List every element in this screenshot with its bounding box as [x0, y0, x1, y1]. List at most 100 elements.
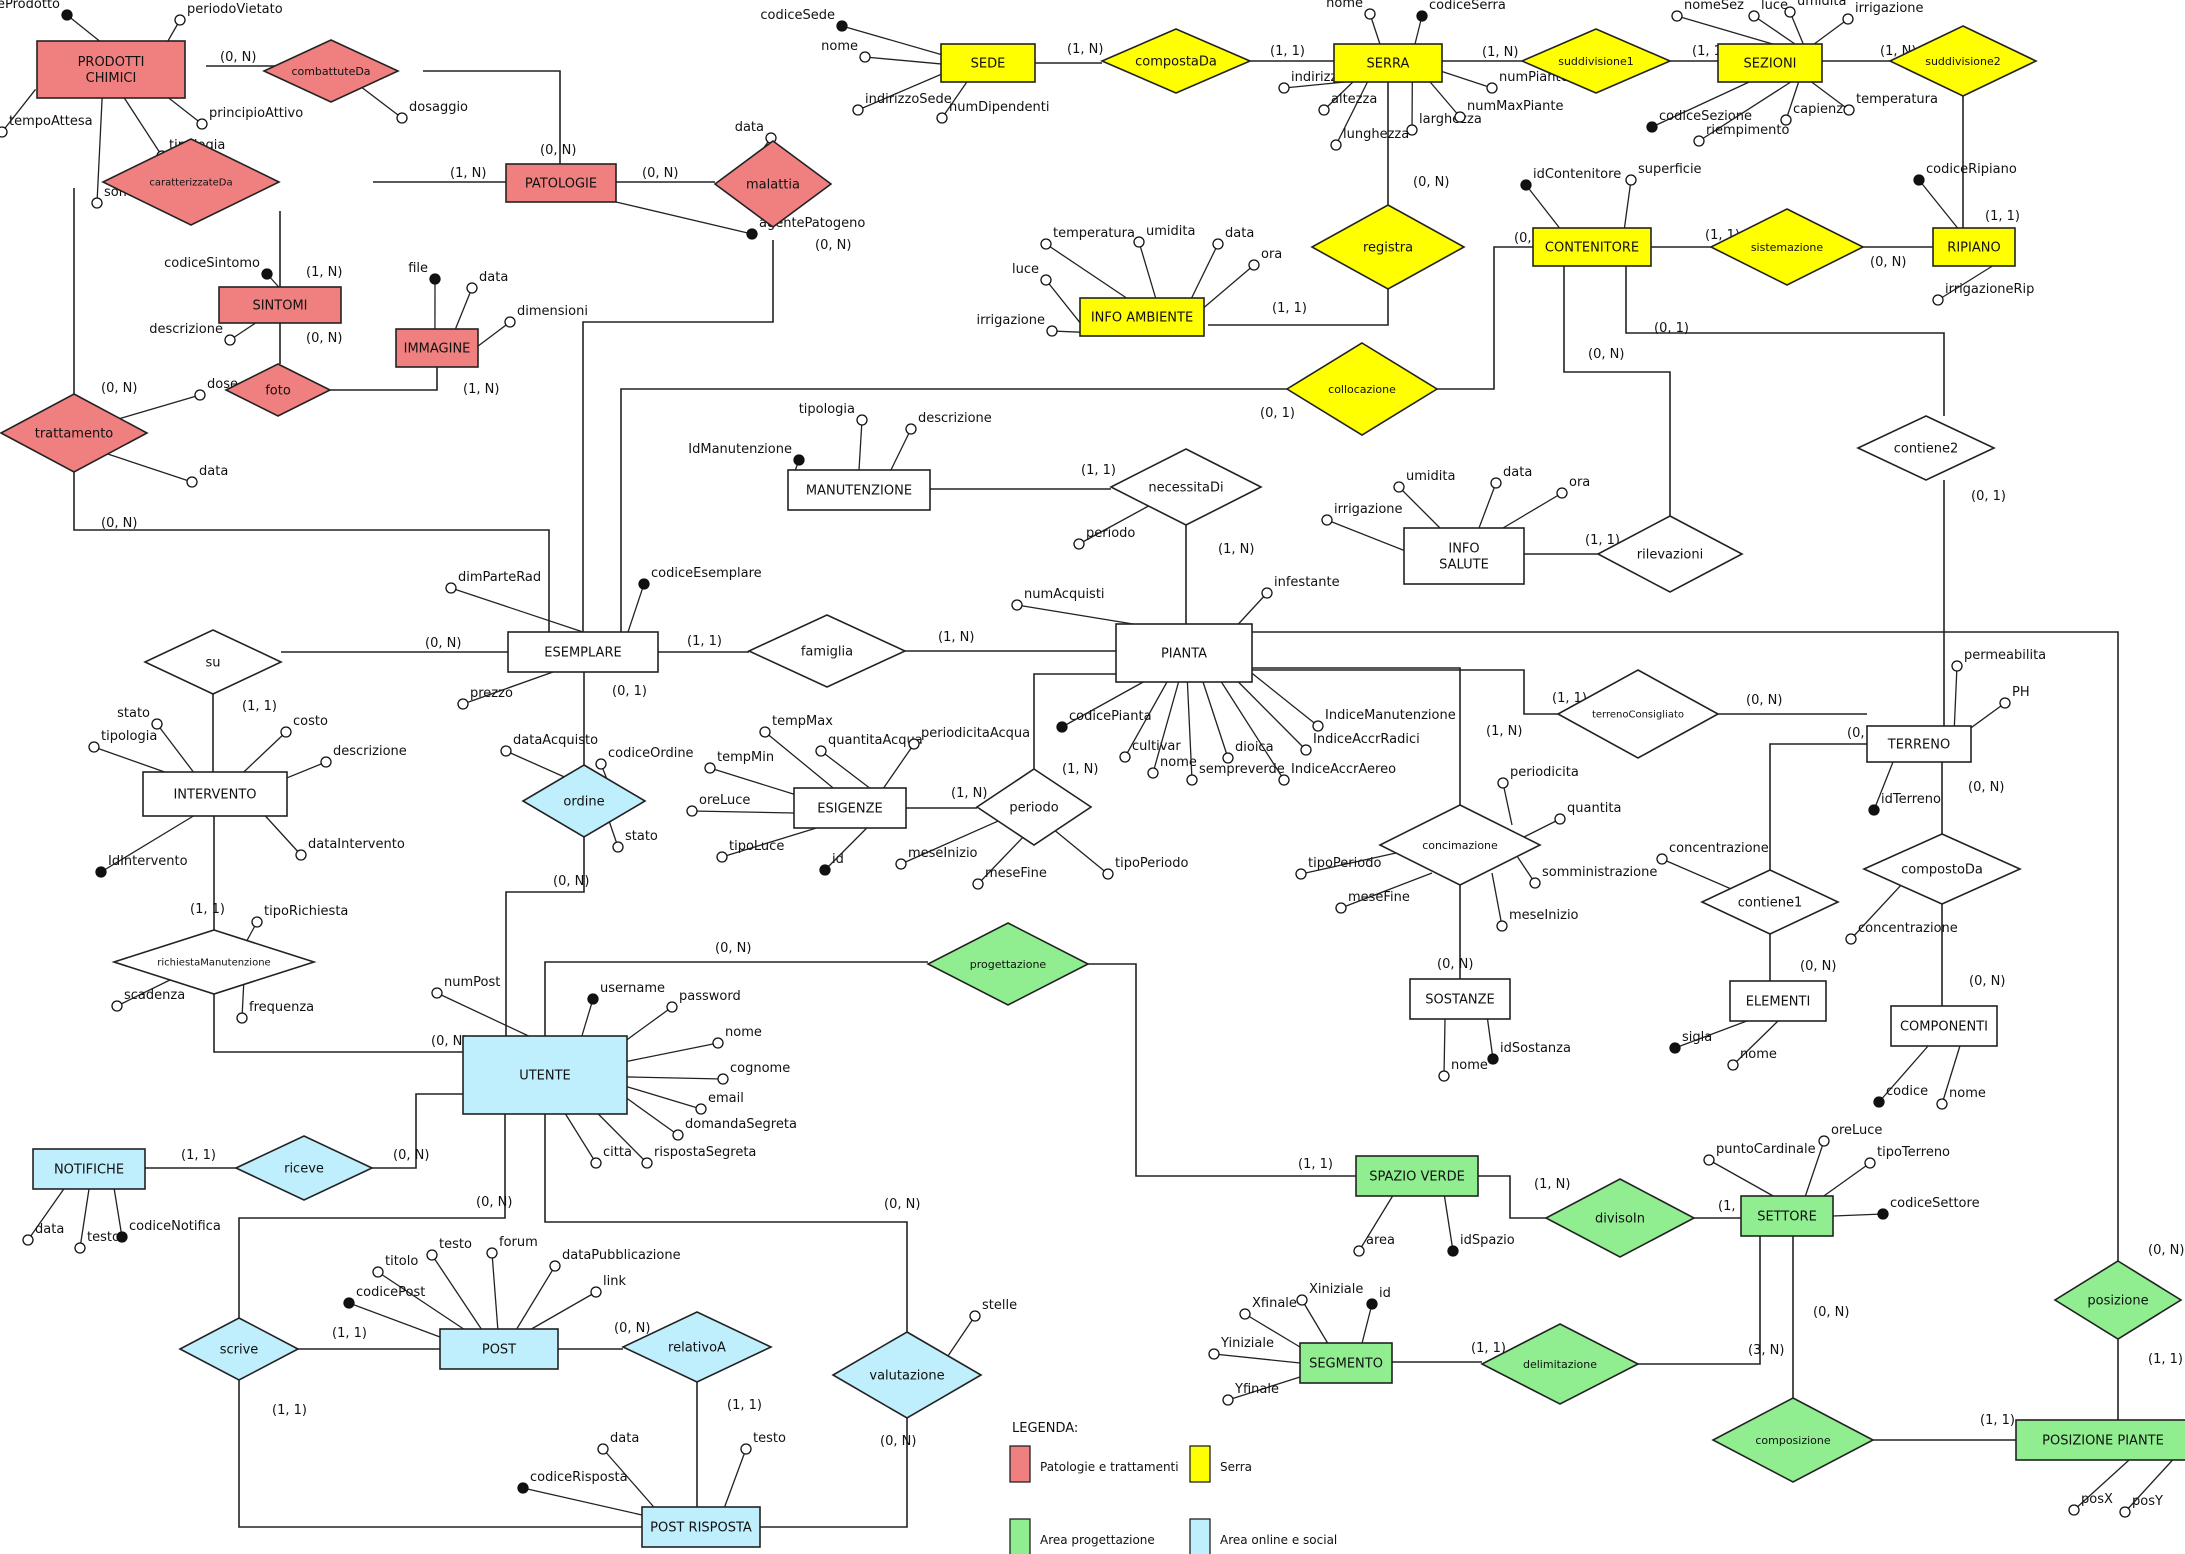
- relationship-famiglia[interactable]: famiglia: [747, 614, 907, 688]
- link-utente-progettazione: [544, 961, 928, 1036]
- attribute-label: codiceSede: [760, 8, 835, 23]
- attribute-label: id: [832, 852, 844, 867]
- relationship-registra[interactable]: registra: [1310, 204, 1466, 290]
- entity-notifiche[interactable]: NOTIFICHE: [32, 1148, 146, 1190]
- attribute-label: posY: [2132, 1494, 2163, 1509]
- relationship-composizione[interactable]: composizione: [1711, 1397, 1875, 1483]
- attribute-label: meseInizio: [908, 846, 978, 861]
- cardinality-famiglia-pianta: (1, N): [938, 630, 974, 645]
- attribute-connector: [1502, 492, 1563, 529]
- relationship-combattute[interactable]: combattuteDa: [262, 39, 400, 103]
- entity-componenti[interactable]: COMPONENTI: [1890, 1005, 1998, 1047]
- entity-terreno[interactable]: TERRENO: [1866, 725, 1972, 763]
- attribute-dot: [1040, 238, 1052, 250]
- relationship-foto[interactable]: foto: [224, 363, 332, 417]
- entity-manutenzione[interactable]: MANUTENZIONE: [787, 469, 931, 511]
- entity-infoamb[interactable]: INFO AMBIENTE: [1079, 297, 1205, 337]
- relationship-riceve[interactable]: riceve: [234, 1135, 374, 1201]
- entity-esigenze[interactable]: ESIGENZE: [793, 787, 907, 829]
- relationship-contiene1[interactable]: contiene1: [1700, 869, 1840, 935]
- relationship-label: posizione: [2087, 1294, 2148, 1309]
- entity-serra[interactable]: SERRA: [1333, 43, 1443, 83]
- relationship-sudd1[interactable]: suddivisione1: [1519, 28, 1673, 94]
- attribute-post-testo: testo: [426, 1237, 482, 1330]
- attribute-sostanze-idSostanza: idSostanza: [1486, 1018, 1571, 1065]
- attribute-componenti-codice: codice: [1873, 1045, 1929, 1108]
- entity-utente[interactable]: UTENTE: [462, 1035, 628, 1115]
- attribute-dot: [1406, 124, 1418, 136]
- attribute-label: dataIntervento: [308, 837, 405, 852]
- relationship-scrive[interactable]: scrive: [178, 1317, 300, 1381]
- entity-intervento[interactable]: INTERVENTO: [142, 771, 288, 817]
- relationship-divisoin[interactable]: divisoIn: [1544, 1178, 1696, 1258]
- relationship-progettazione[interactable]: progettazione: [926, 922, 1090, 1006]
- entity-spazio[interactable]: SPAZIO VERDE: [1355, 1155, 1479, 1197]
- relationship-valutazione[interactable]: valutazione: [831, 1331, 983, 1419]
- attribute-label: scadenza: [124, 988, 185, 1003]
- entity-elementi[interactable]: ELEMENTI: [1729, 980, 1827, 1022]
- entity-pianta[interactable]: PIANTA: [1115, 623, 1253, 683]
- entity-patologie[interactable]: PATOLOGIE: [505, 163, 617, 203]
- relationship-shape: [1700, 869, 1840, 935]
- relationship-composta[interactable]: compostaDa: [1099, 28, 1253, 94]
- relationship-ordine[interactable]: ordine: [521, 764, 647, 838]
- attribute-pianta-dioica: dioica: [1202, 681, 1274, 764]
- attribute-concimazione-meseInizio: meseInizio: [1491, 872, 1579, 932]
- relationship-su[interactable]: su: [143, 629, 283, 695]
- attribute-dot: [1239, 1308, 1251, 1320]
- relationship-terrenoc[interactable]: terrenoConsigliato: [1556, 669, 1720, 759]
- entity-post[interactable]: POST: [439, 1328, 559, 1370]
- entity-label: MANUTENZIONE: [806, 484, 912, 499]
- entity-settore[interactable]: SETTORE: [1740, 1195, 1834, 1237]
- entity-sintomi[interactable]: SINTOMI: [218, 286, 342, 324]
- attribute-connector: [123, 97, 163, 157]
- cardinality-notifiche-riceve: (1, 1): [181, 1148, 216, 1163]
- entity-sostanze[interactable]: SOSTANZE: [1409, 978, 1511, 1020]
- relationship-posizione[interactable]: posizione: [2053, 1260, 2183, 1340]
- entity-sede[interactable]: SEDE: [940, 43, 1036, 83]
- relationship-caratterizzate[interactable]: caratterizzateDa: [101, 138, 281, 226]
- relationship-compostoda[interactable]: compostoDa: [1862, 833, 2022, 905]
- attribute-dot: [457, 698, 469, 710]
- relationship-malattia[interactable]: malattia: [713, 140, 833, 228]
- entity-pospiante[interactable]: POSIZIONE PIANTE: [2015, 1419, 2185, 1461]
- relationship-relativoa[interactable]: relativoA: [621, 1311, 773, 1383]
- attribute-dot: [686, 805, 698, 817]
- attribute-label: codicePianta: [1069, 709, 1152, 724]
- relationship-contiene2[interactable]: contiene2: [1856, 415, 1996, 481]
- relationship-necessita[interactable]: necessitaDi: [1109, 448, 1263, 526]
- attribute-connector: [1300, 852, 1397, 875]
- relationship-sudd2[interactable]: suddivisione2: [1888, 25, 2038, 97]
- entity-label: SEZIONI: [1744, 57, 1797, 72]
- entity-label: SPAZIO VERDE: [1369, 1170, 1465, 1185]
- entity-sezioni[interactable]: SEZIONI: [1717, 43, 1823, 83]
- relationship-label: necessitaDi: [1148, 481, 1223, 496]
- relationship-collocazione[interactable]: collocazione: [1285, 342, 1439, 436]
- entity-esemplare[interactable]: ESEMPLARE: [507, 631, 659, 673]
- entity-shape: [793, 787, 907, 829]
- relationship-periodo[interactable]: periodo: [975, 768, 1093, 846]
- attribute-label: meseInizio: [1509, 908, 1579, 923]
- attribute-dot: [717, 1073, 729, 1085]
- entity-contenitore[interactable]: CONTENITORE: [1532, 227, 1652, 267]
- relationship-rilevazioni[interactable]: rilevazioni: [1596, 515, 1744, 593]
- attribute-connector: [1244, 1313, 1301, 1348]
- relationship-delimitazione[interactable]: delimitazione: [1480, 1323, 1640, 1405]
- entity-shape: [787, 469, 931, 511]
- attribute-dot: [1119, 751, 1131, 763]
- entity-postrisp[interactable]: POST RISPOSTA: [641, 1506, 761, 1548]
- relationship-label: su: [205, 656, 220, 671]
- entity-segmento[interactable]: SEGMENTO: [1299, 1342, 1393, 1384]
- attribute-label: descrizione: [918, 411, 992, 426]
- relationship-richiesta[interactable]: richiestaManutenzione: [111, 929, 317, 995]
- relationship-concimazione[interactable]: concimazione: [1378, 804, 1542, 886]
- entity-immagine[interactable]: IMMAGINE: [395, 328, 479, 368]
- entity-ripiano[interactable]: RIPIANO: [1932, 227, 2016, 267]
- attribute-label: ora: [1569, 475, 1590, 490]
- attribute-esigenze-oreLuce: oreLuce: [686, 793, 795, 817]
- attribute-label: codiceSettore: [1890, 1196, 1980, 1211]
- relationship-sistemazione[interactable]: sistemazione: [1709, 208, 1865, 286]
- relationship-trattamento[interactable]: trattamento: [0, 393, 149, 473]
